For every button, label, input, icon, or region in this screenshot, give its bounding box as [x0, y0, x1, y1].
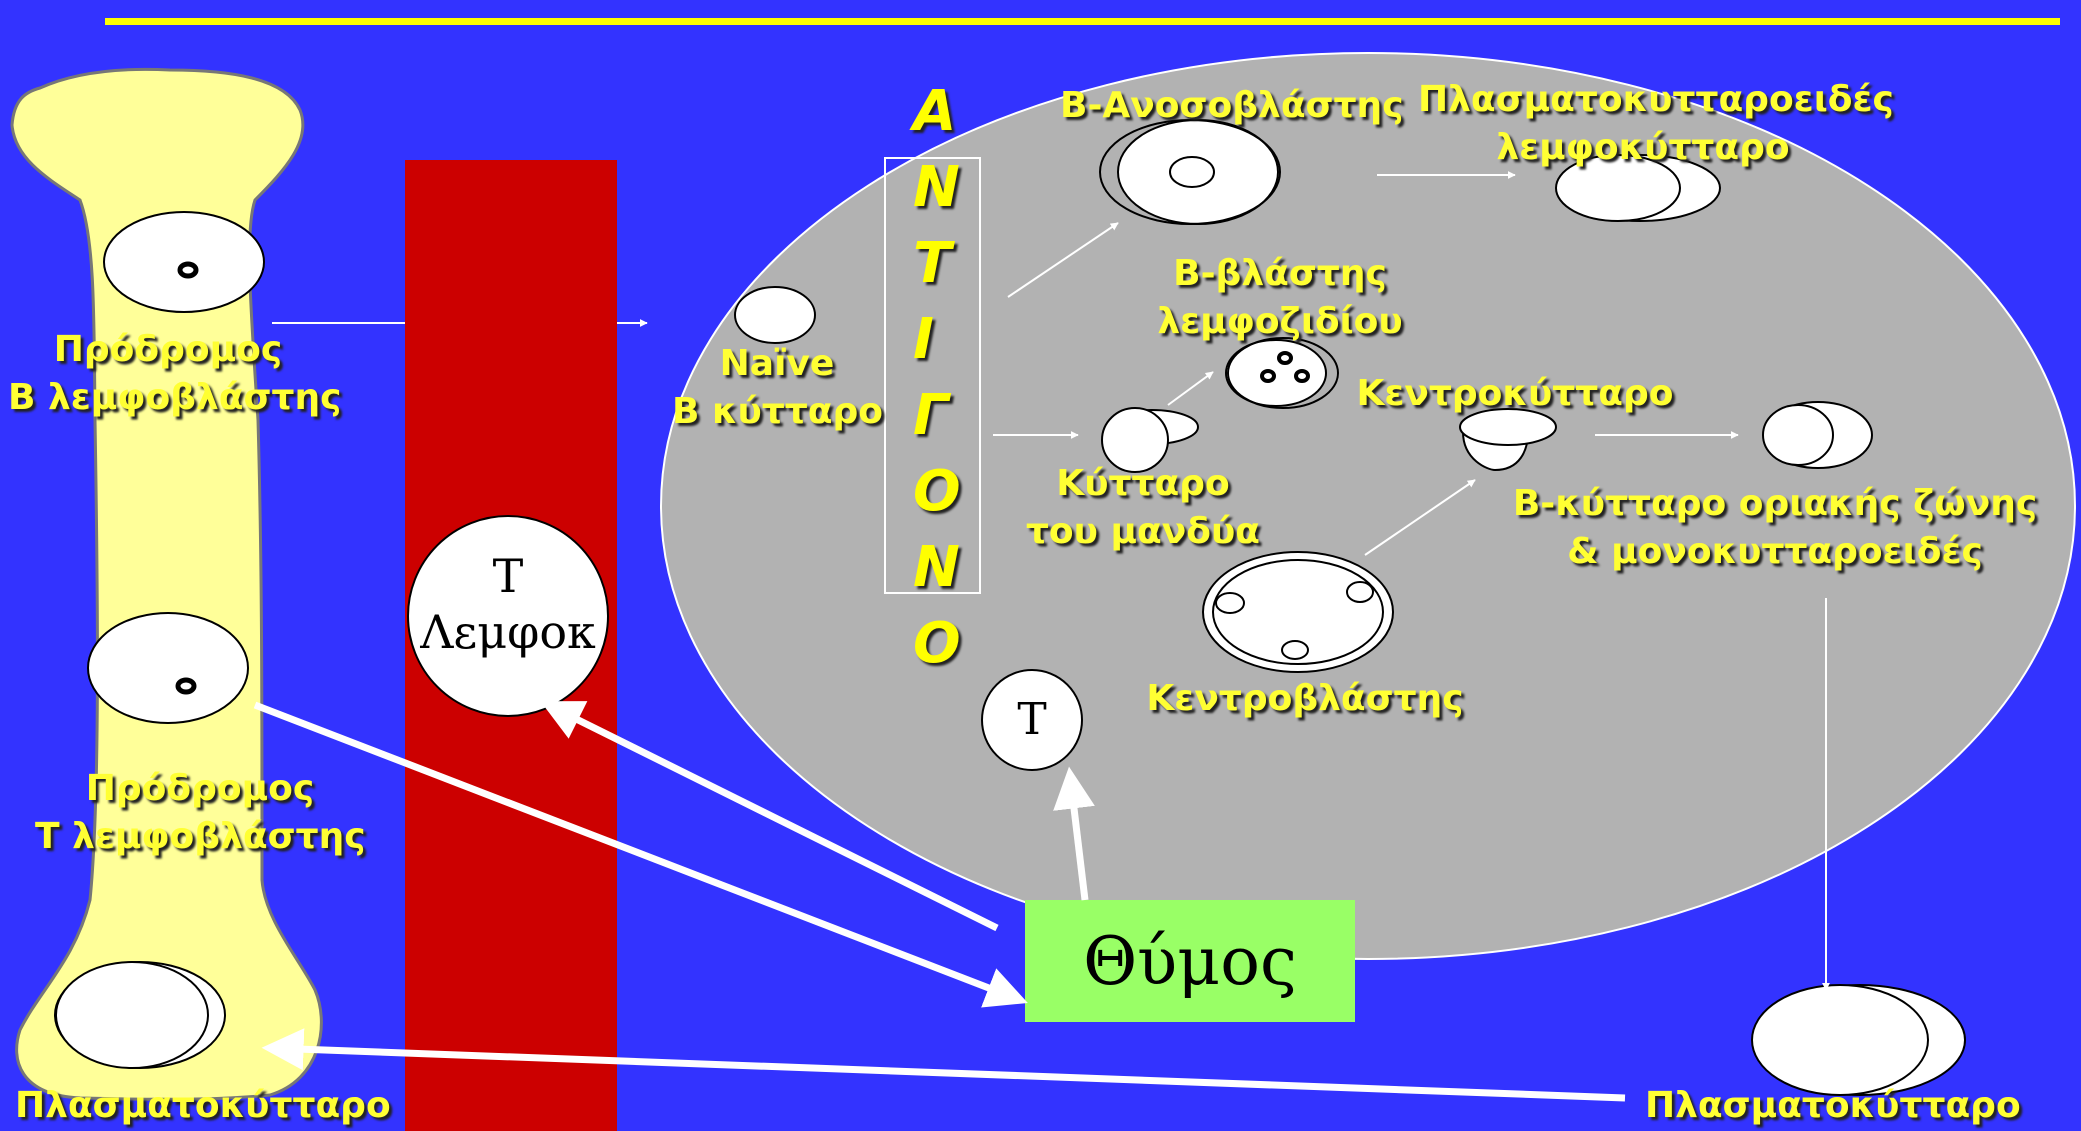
arrow-plasma-to-bone [261, 1028, 1626, 1102]
antigen-letter: Ν [913, 155, 960, 220]
centroblast-cell [1202, 551, 1394, 673]
label-b-immunoblast: Β-Ανοσοβλάστης [1060, 85, 1404, 126]
antigen-letter: Γ [913, 383, 949, 448]
b-immunoblast-cell [1099, 119, 1281, 225]
plasma-cell-right [1751, 984, 1966, 1096]
label-marginal: Β-κύτταρο οριακής ζώνης & μονοκυτταροειδ… [1512, 483, 2038, 572]
centrocyte-cell [1459, 408, 1557, 472]
arrow-thymus-to-tlymph [540, 701, 999, 932]
top-rule [105, 18, 2060, 25]
label-mantle: Κύτταρο του μανδύα [1025, 463, 1261, 552]
antigen-letter: Α [913, 79, 957, 144]
t-lymphocyte-cell [407, 515, 609, 717]
arrow-centroblast-to-centrocyte [1364, 479, 1476, 556]
antigen-letter: Ο [913, 611, 961, 676]
antigen-letter: Ο [913, 459, 961, 524]
b-blast-cell [1225, 337, 1339, 409]
b-precursor-nucleus [177, 261, 199, 279]
label-t-precursor: Πρόδρομος Τ λεμφοβλάστης [35, 768, 366, 857]
t-cell-node [981, 669, 1083, 771]
naive-b-cell [734, 286, 816, 344]
arrow-mantle-to-bblast [1167, 371, 1214, 406]
label-b-precursor: Πρόδρομος Β λεμφοβλάστης [8, 329, 342, 418]
thymus-label: Θύμος [1083, 923, 1297, 1000]
arrow-thymus-to-tcell [1053, 766, 1095, 901]
label-plasma-left: Πλασματοκύτταρο [15, 1085, 391, 1126]
antigen-letter: Ι [913, 307, 934, 372]
marginal-zone-cell [1762, 401, 1873, 469]
antigen-box [884, 157, 981, 594]
antigen-letter: Τ [913, 231, 952, 296]
thymus-box [1025, 900, 1355, 1022]
label-naive: Naïve Β κύτταρο [672, 343, 884, 432]
t-precursor-nucleus [175, 677, 197, 695]
antigen-letter: Ν [913, 535, 960, 600]
bone [10, 67, 323, 1101]
plasma-cell-left [54, 961, 226, 1069]
label-b-blast: Β-βλάστης λεμφοζιδίου [1157, 253, 1403, 342]
label-plasmacytoid: Πλασματοκυτταροειδές λεμφοκύτταρο [1418, 79, 1894, 168]
label-centroblast: Κεντροβλάστης [1146, 678, 1464, 719]
arrow-antigen-to-immunoblast [1007, 222, 1119, 298]
label-plasma-right: Πλασματοκύτταρο [1645, 1085, 2021, 1126]
mantle-cell [1101, 407, 1199, 473]
t-precursor-cell [87, 612, 249, 724]
t-cell-label: Τ [1017, 694, 1047, 745]
label-centrocyte: Κεντροκύτταρο [1356, 373, 1674, 414]
plasmacytoid-cell [1555, 154, 1721, 222]
arrow-bone-to-thymus [253, 701, 1028, 1008]
t-lymph-label: Τ Λεμφοκ [420, 549, 596, 659]
b-precursor-cell [103, 211, 265, 313]
